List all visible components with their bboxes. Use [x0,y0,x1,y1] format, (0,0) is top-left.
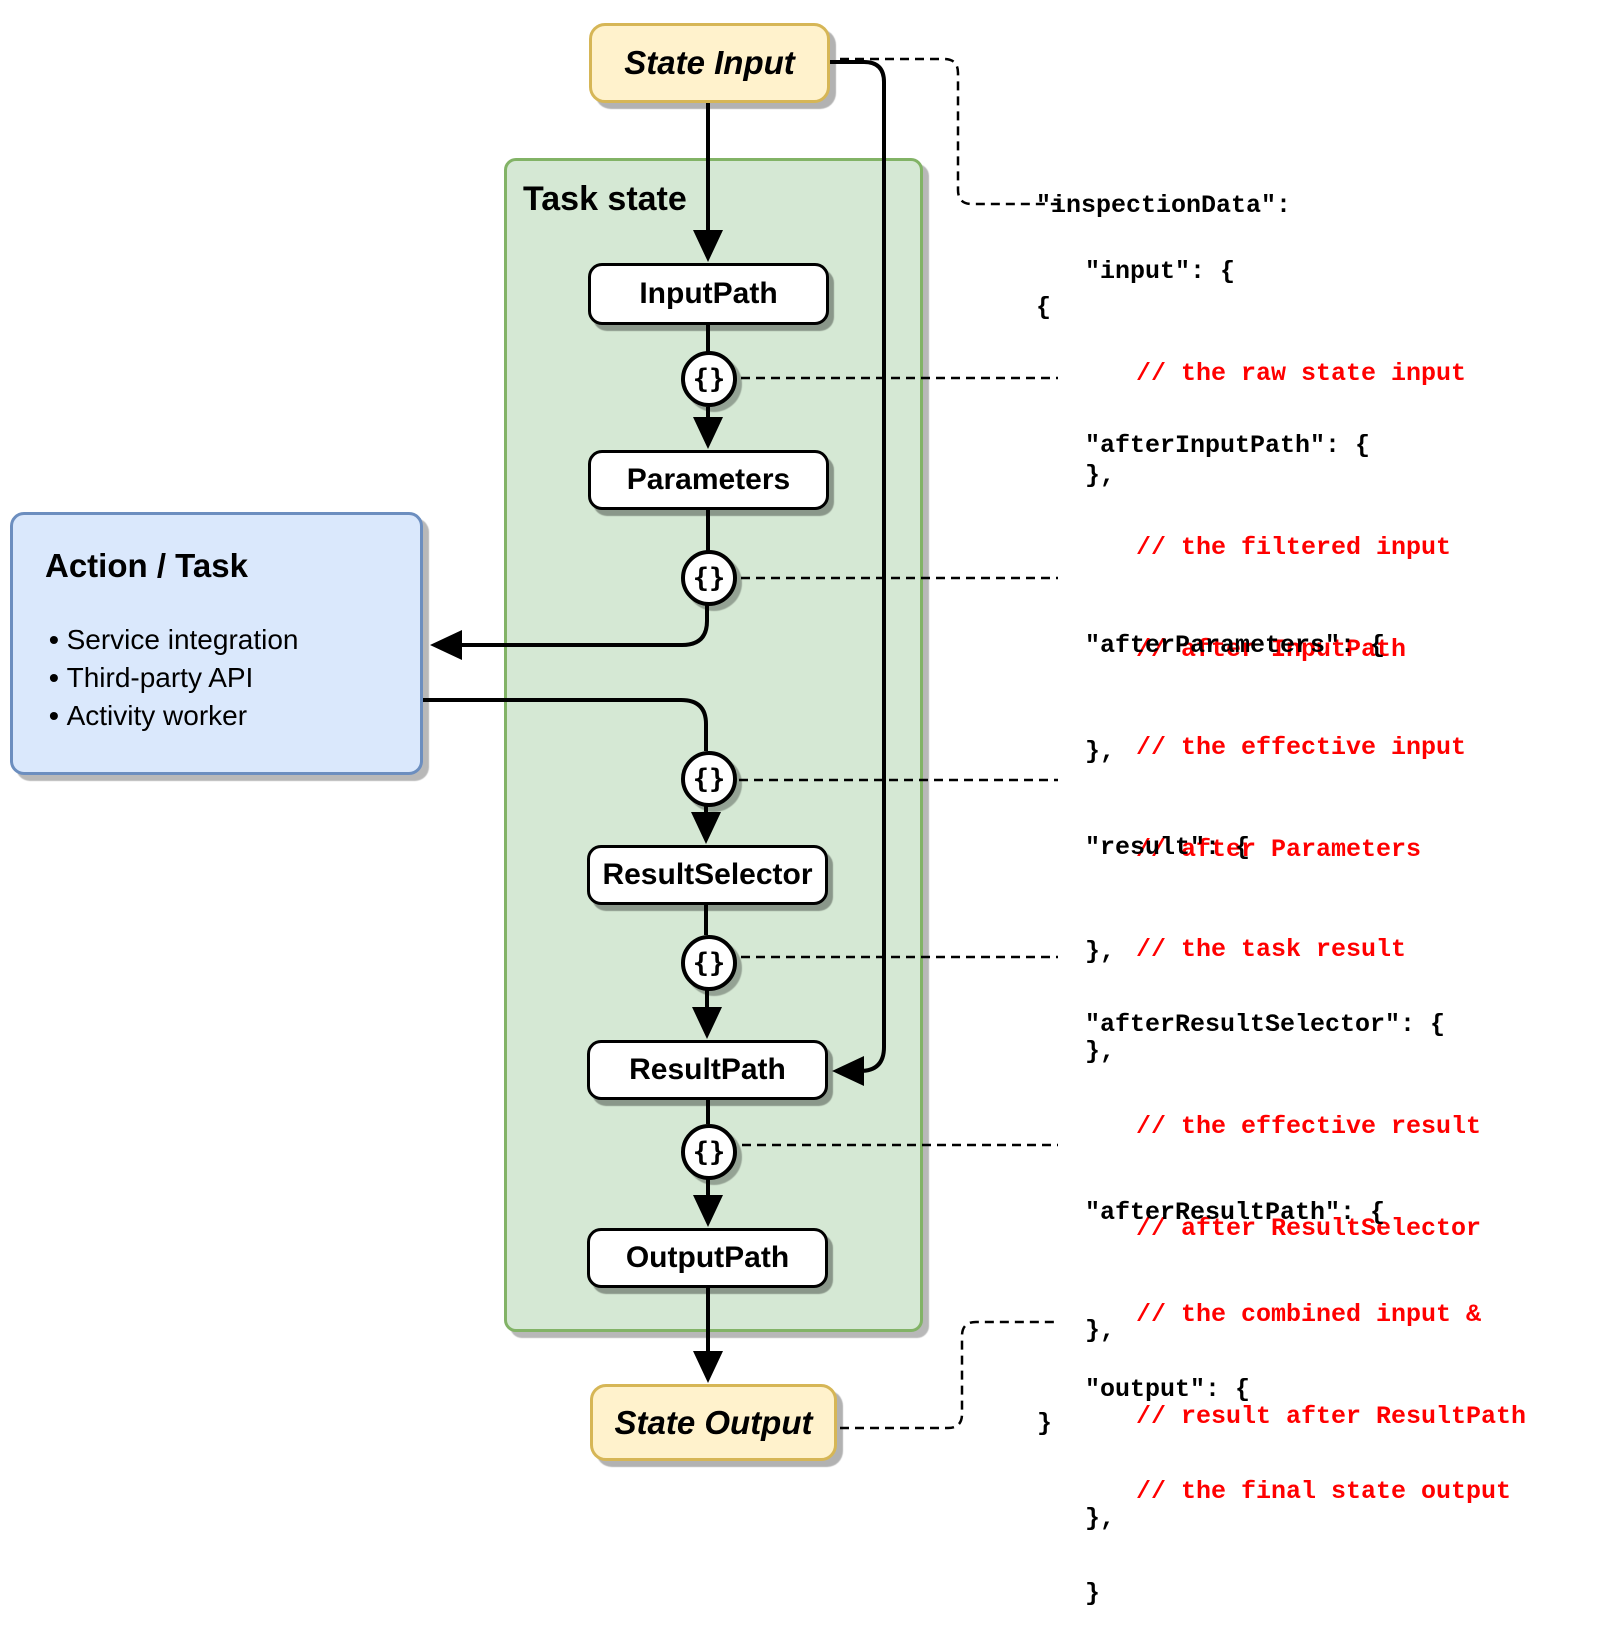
action-task-title: Action / Task [45,547,248,584]
code-comment: // the raw state input [1136,359,1467,388]
arrowhead-into-outputpath [693,1195,723,1227]
code-section-input: "input": { // the raw state input }, [1085,187,1466,527]
arrowhead-into-inputpath [693,230,723,262]
code-section-afterresultselector: "afterResultSelector": { // the effectiv… [1085,940,1481,1382]
state-input-box: State Input [589,23,830,103]
inspector-circle-after-resultpath: {} [681,1124,737,1180]
action-bullet-third-party-api: Third-party API [49,659,299,697]
code-close: } [1085,1579,1101,1608]
code-key: "afterInputPath": { [1085,431,1371,460]
task-state-label: Task state [523,180,687,218]
edge-circle2-actionbox [462,605,709,647]
code-close: }, [1085,1316,1116,1345]
code-section-output: "output": { // the final state output } [1085,1305,1511,1645]
code-section-afterparameters: "afterParameters": { // the effective in… [1085,561,1466,1003]
code-key: "output": { [1085,1375,1251,1404]
action-task-bullet-list: Service integration Third-party API Acti… [49,621,299,735]
code-comment: // the filtered input [1136,533,1452,562]
action-task-box: Action / Task Service integration Third-… [10,512,423,775]
dash-stateoutput-to-output [840,1320,1058,1430]
node-outputpath: OutputPath [587,1228,828,1288]
action-bullet-activity-worker: Activity worker [49,697,299,735]
code-comment: // the combined input & [1136,1300,1482,1329]
node-resultselector: ResultSelector [587,845,828,905]
code-close: }, [1085,737,1116,766]
code-comment: // the task result [1136,935,1407,964]
code-key: "result": { [1085,833,1251,862]
edge-actionbox-circle3 [423,698,708,751]
code-comment: // after Parameters [1136,835,1422,864]
code-header: "inspectionData": { [1036,121,1291,359]
arrowhead-into-actionbox [430,630,462,660]
code-comment: // the effective result [1136,1112,1482,1141]
inspector-circle-after-inputpath: {} [681,351,737,407]
inspector-circle-after-parameters: {} [681,550,737,606]
edge-stateinput-resultpath-bypass [830,60,886,1073]
arrowheads [430,230,864,1383]
code-key: "input": { [1085,257,1236,286]
inspector-circle-task-result: {} [681,751,737,807]
code-key: "afterResultSelector": { [1085,1010,1446,1039]
connector-layer [423,57,1058,1430]
code-comment: // the effective input [1136,733,1467,762]
node-inputpath: InputPath [588,263,829,325]
code-comment: // result after ResultPath [1136,1402,1527,1431]
code-header-open-brace: { [1036,293,1052,322]
state-output-box: State Output [590,1384,837,1461]
code-comment: // after ResultSelector [1136,1214,1482,1243]
arrowhead-into-parameters [693,417,723,449]
code-section-result: "result": { // the task result }, [1085,763,1406,1103]
inspector-circle-after-resultselector: {} [681,935,737,991]
diagram-canvas: { "diagram": { "state_input_label": "Sta… [0,0,1600,1500]
action-bullet-service-integration: Service integration [49,621,299,659]
code-header-key: "inspectionData": [1036,191,1292,220]
code-close: }, [1085,461,1116,490]
node-parameters: Parameters [588,450,829,510]
code-key: "afterResultPath": { [1085,1198,1386,1227]
dashed-connectors [739,57,1058,1430]
arrowhead-into-resultpath [692,1007,722,1039]
node-resultpath: ResultPath [587,1040,828,1100]
arrowhead-bypass-into-resultpath [832,1056,864,1086]
arrowhead-into-resultselector [691,812,721,844]
code-key: "afterParameters": { [1085,631,1386,660]
solid-flow-lines [423,60,886,1352]
code-final-brace: } [1037,1409,1053,1438]
code-comment: // after InputPath [1136,635,1407,664]
dash-stateinput-to-input [840,57,1058,206]
code-close: }, [1085,1037,1116,1066]
code-close: }, [1085,937,1116,966]
code-comment: // the final state output [1136,1477,1512,1506]
code-section-afterinputpath: "afterInputPath": { // the filtered inpu… [1085,361,1451,803]
arrowhead-into-stateoutput [693,1351,723,1383]
